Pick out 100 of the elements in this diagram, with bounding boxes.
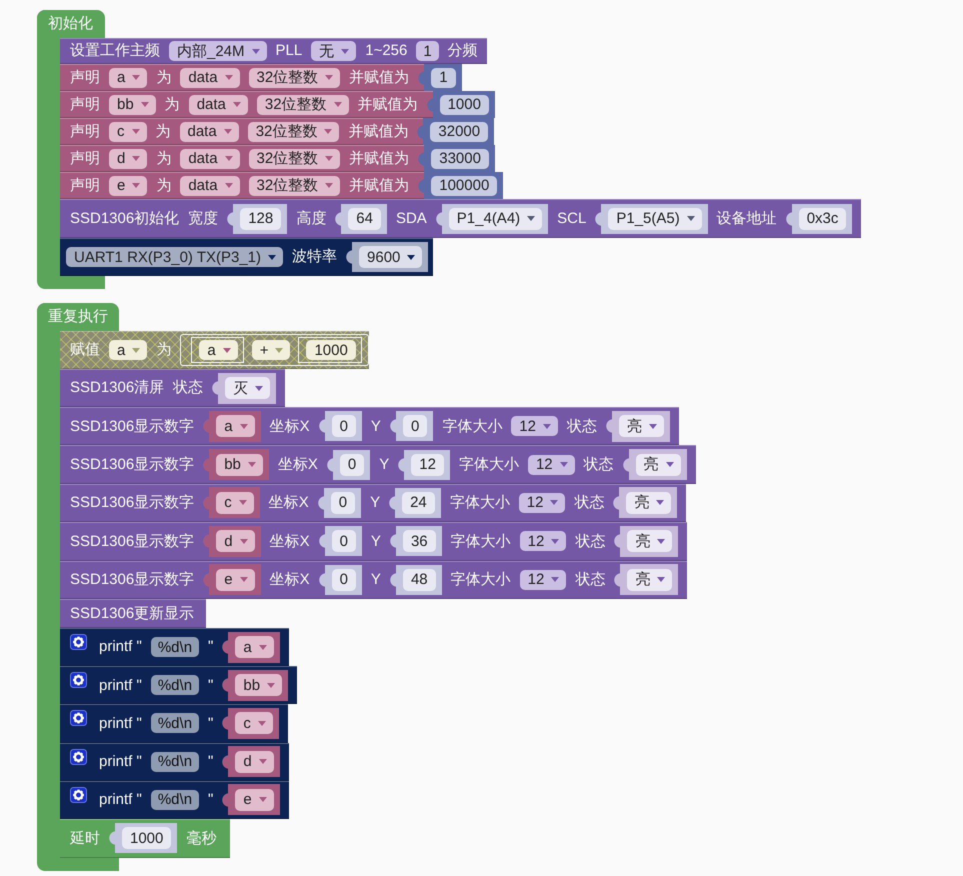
- dropdown: bb: [235, 674, 282, 696]
- block-label: ": [208, 714, 214, 732]
- block-label: PLL: [276, 42, 302, 60]
- number-input: 36: [402, 530, 436, 552]
- dropdown: a: [216, 415, 255, 438]
- block-label: SSD1306显示数字: [70, 571, 194, 588]
- dropdown: data: [180, 176, 240, 196]
- value-block: [346, 242, 428, 272]
- block-label: Y: [370, 532, 381, 550]
- block-label: 并赋值为: [348, 122, 408, 140]
- dropdown: e: [216, 568, 255, 591]
- block-label: 并赋值为: [349, 150, 410, 168]
- block-label: 坐标X: [270, 418, 310, 435]
- number-block: [335, 204, 387, 234]
- block-label: ": [208, 752, 214, 770]
- value-block: [595, 204, 708, 234]
- block-label: Y: [370, 494, 380, 512]
- dropdown: c: [109, 122, 146, 142]
- number-block: [418, 172, 504, 199]
- number-block: [786, 204, 852, 234]
- variable-block: [203, 449, 269, 480]
- block-label: 字体大小: [450, 532, 511, 550]
- block-label: 并赋值为: [349, 68, 410, 86]
- block-label: ": [208, 791, 214, 808]
- dropdown: data: [180, 148, 240, 168]
- statement-block: [60, 199, 862, 238]
- number-block: [389, 488, 441, 518]
- number-block: [227, 204, 288, 234]
- block-label: 声明: [70, 122, 100, 140]
- block-label: 状态: [574, 494, 604, 512]
- dropdown: 亮: [627, 530, 672, 552]
- block-label: ": [208, 638, 214, 656]
- block-label: SSD1306初始化: [70, 210, 180, 228]
- dropdown: 12: [511, 416, 558, 436]
- block-label: printf ": [99, 791, 142, 808]
- variable-block: [203, 526, 261, 557]
- dropdown: +: [252, 340, 290, 360]
- statement-block: [60, 238, 434, 276]
- block-label: 分频: [448, 42, 478, 60]
- statement-block: [60, 145, 495, 172]
- block-label: Y: [379, 456, 390, 474]
- statement-block: [60, 369, 286, 407]
- block-label: SDA: [396, 210, 427, 228]
- block-label: 声明: [70, 68, 100, 86]
- block-label: 字体大小: [450, 571, 511, 588]
- statement-block: [60, 704, 288, 743]
- dropdown: 亮: [618, 415, 664, 438]
- dropdown: bb: [216, 454, 263, 476]
- number-input: 100000: [431, 176, 498, 196]
- number-input: 128: [240, 208, 282, 230]
- dropdown: P1_4(A4): [448, 208, 542, 230]
- block-label: printf ": [99, 676, 142, 694]
- number-input: 0: [340, 454, 364, 476]
- number-block: [426, 91, 495, 118]
- block-label: 设备地址: [716, 210, 777, 228]
- number-input: 1000: [306, 340, 356, 360]
- text-input: %d\n: [150, 790, 200, 810]
- value-block: [614, 526, 678, 557]
- number-input: 0: [330, 492, 356, 514]
- block-label: 初始化: [37, 10, 105, 38]
- variable-block: [191, 337, 244, 363]
- dropdown: 内部_24M: [169, 41, 267, 61]
- dropdown: 12: [520, 570, 566, 590]
- dropdown: a: [199, 340, 238, 360]
- block-label: printf ": [99, 752, 142, 770]
- number-block: [418, 145, 495, 172]
- dropdown: data: [180, 68, 240, 88]
- block-label: 状态: [566, 418, 597, 435]
- statement-block: [60, 598, 206, 628]
- statement-block: [60, 331, 369, 369]
- number-block: [326, 450, 370, 480]
- dropdown: 32位整数: [248, 122, 340, 142]
- statement-block: [60, 742, 289, 781]
- block-label: 状态: [575, 532, 606, 550]
- statement-block: [60, 64, 462, 91]
- block-label: 状态: [584, 456, 614, 474]
- number-block: [390, 526, 442, 556]
- dropdown: data: [180, 122, 239, 142]
- variable-block: [203, 410, 261, 442]
- dropdown: 12: [518, 492, 566, 513]
- value-block: [622, 449, 687, 480]
- dropdown: 32位整数: [256, 94, 349, 114]
- block-label: SSD1306显示数字: [70, 532, 194, 550]
- dropdown: 无: [311, 41, 356, 61]
- number-input: 0: [402, 415, 428, 438]
- value-block: [613, 487, 678, 518]
- value-block: [606, 410, 670, 442]
- dropdown: bb: [109, 94, 156, 114]
- block-label: 坐标X: [270, 571, 310, 588]
- number-block: [109, 823, 178, 854]
- block-label: 波特率: [292, 248, 338, 266]
- number-input: 1000: [440, 94, 489, 114]
- block-label: 坐标X: [270, 532, 310, 550]
- block-label: 坐标X: [278, 456, 318, 474]
- block-label: 声明: [70, 176, 100, 194]
- number-input: 0: [332, 530, 356, 552]
- number-input: 32000: [430, 122, 488, 142]
- dropdown: a: [109, 340, 148, 360]
- block-label: 为: [156, 68, 172, 86]
- statement-block: [60, 560, 688, 599]
